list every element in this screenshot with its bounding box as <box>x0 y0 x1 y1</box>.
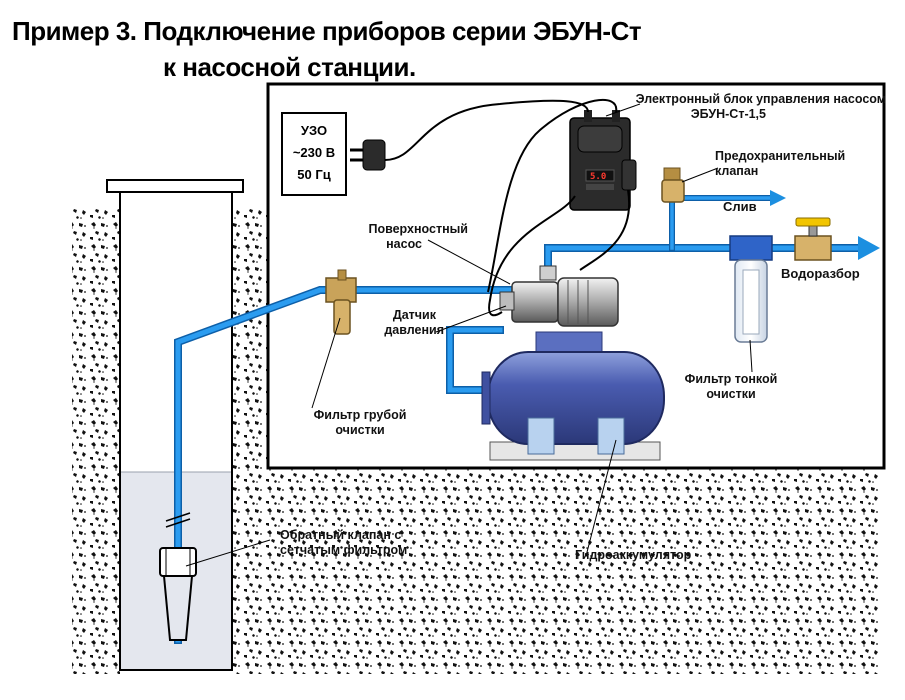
coarse-filter <box>325 269 357 335</box>
control-block <box>569 110 637 211</box>
surface-pump-label-line1: Поверхностный <box>368 222 468 236</box>
coarse-filter-label-line2: очистки <box>335 423 385 437</box>
drain-arrow <box>770 190 786 206</box>
fine-filter-label: Фильтр тонкой очистки <box>676 372 786 402</box>
page-title-line2: к насосной станции. <box>163 52 416 82</box>
control-block-label: Электронный блок управления насосом ЭБУН… <box>596 92 886 122</box>
check-valve-label: Обратный клапан с сетчатым фильтром <box>280 528 407 558</box>
accumulator-tank <box>481 331 665 461</box>
drain-label: Слив <box>723 199 757 214</box>
surface-pump <box>499 265 619 327</box>
control-block-label-line1: Электронный блок управления насосом <box>635 92 886 106</box>
safety-valve-label-line2: клапан <box>715 164 759 178</box>
soil-ground <box>72 208 882 674</box>
pressure-sensor-label-line2: давления <box>384 323 444 337</box>
power-plug <box>350 139 386 171</box>
power-voltage: ~230 В <box>292 145 336 160</box>
accumulator-label: Гидроаккумулятор <box>575 548 692 562</box>
outlet-valve <box>794 217 832 261</box>
fine-filter-label-line1: Фильтр тонкой <box>684 372 778 386</box>
pressure-sensor-label-line1: Датчик <box>392 308 436 322</box>
control-block-label-line2: ЭБУН-Ст-1,5 <box>690 107 766 121</box>
coarse-filter-label: Фильтр грубой очистки <box>300 408 420 438</box>
surface-pump-label: Поверхностный насос <box>350 222 468 252</box>
page-title-line1: Пример 3. Подключение приборов серии ЭБУ… <box>12 16 642 46</box>
surface-pump-label-line2: насос <box>386 237 422 251</box>
check-valve-label-line1: Обратный клапан с <box>280 528 402 542</box>
check-valve-label-line2: сетчатым фильтром <box>280 543 408 557</box>
display-value: 5.0 <box>590 172 606 182</box>
cables <box>384 98 631 317</box>
power-supply-box: УЗО ~230 В 50 Гц <box>281 112 347 196</box>
power-uzo: УЗО <box>300 123 328 138</box>
safety-valve <box>661 167 685 203</box>
outlet-arrow <box>858 236 880 260</box>
fine-filter-label-line2: очистки <box>706 387 756 401</box>
coarse-filter-label-line1: Фильтр грубой <box>313 408 407 422</box>
power-frequency: 50 Гц <box>297 167 331 182</box>
safety-valve-label: Предохранительный клапан <box>715 149 845 179</box>
fine-filter <box>729 235 773 343</box>
pressure-sensor-label: Датчик давления <box>366 308 444 338</box>
check-valve <box>159 512 197 641</box>
water-outlet-label: Водоразбор <box>781 266 860 281</box>
safety-valve-label-line1: Предохранительный <box>715 149 846 163</box>
leader-lines <box>185 103 753 567</box>
